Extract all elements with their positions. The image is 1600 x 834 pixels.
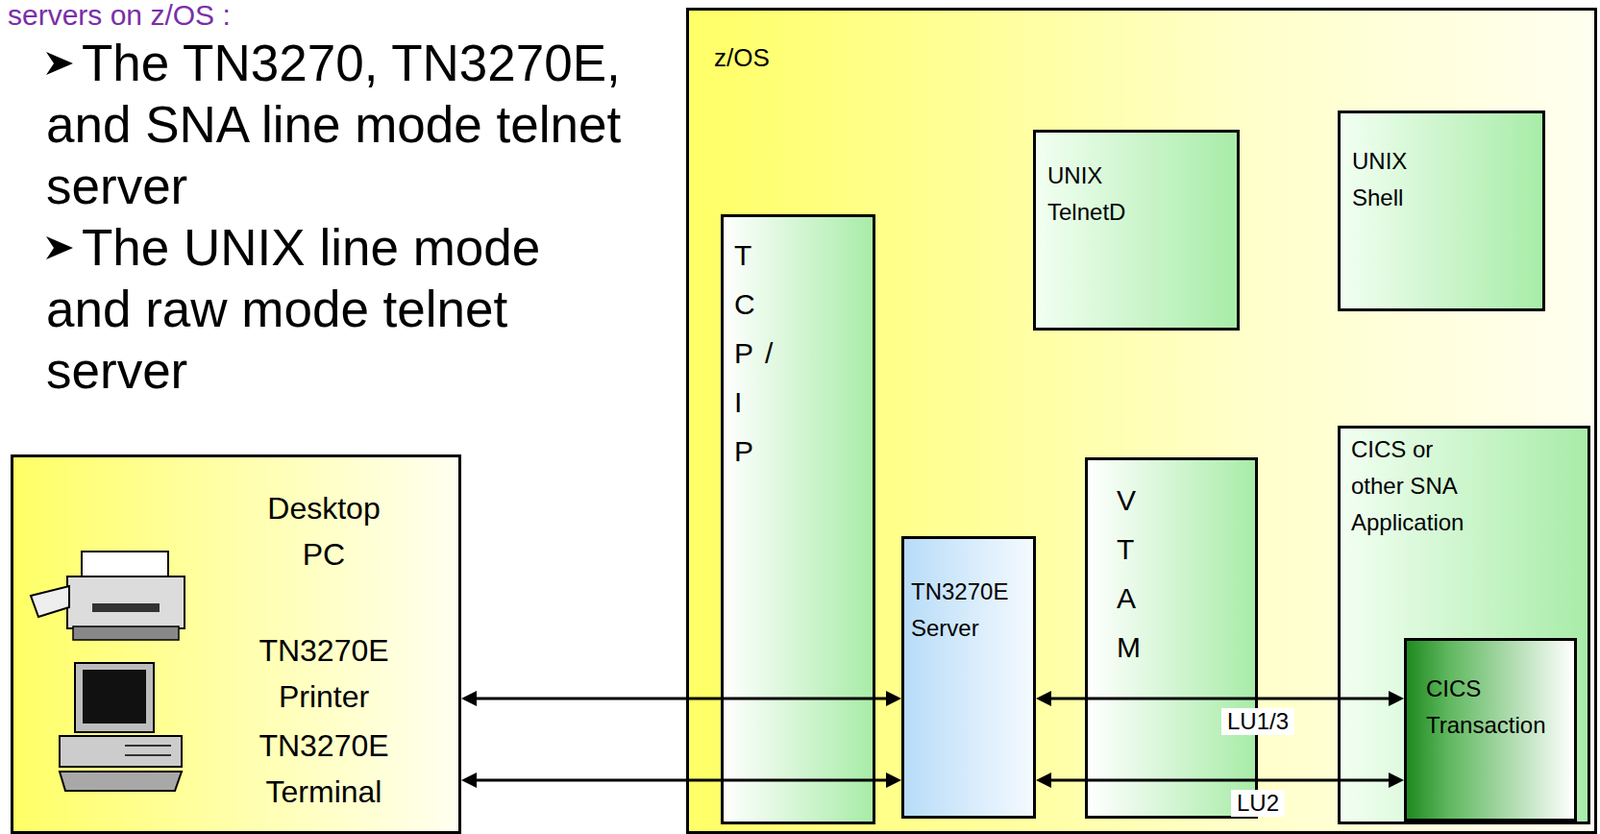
printer-slot (92, 603, 160, 613)
system-region: z/OS TCP/IP UNIX TelnetD UNIX ShellTN3270E … (686, 7, 1598, 834)
system-unit (59, 736, 182, 767)
stack-box: TCP/IP (720, 214, 876, 825)
arrowhead (1388, 690, 1404, 707)
edge-label: LU2 (1230, 789, 1285, 817)
connector-line (474, 779, 888, 783)
connector (461, 690, 902, 707)
arrowhead (886, 690, 902, 707)
box-label: UNIX TelnetD (1047, 157, 1156, 231)
box-label: CICS or other SNA Application (1351, 431, 1486, 542)
drive-slot (124, 754, 172, 757)
device-label: TN3270E Printer (246, 627, 401, 720)
connector-line (1049, 779, 1391, 783)
vertical-label: VTAM (1116, 475, 1154, 672)
vertical-label: TCP/IP (734, 230, 771, 476)
connector (461, 772, 902, 788)
printer-body (67, 576, 185, 629)
connector-line (1049, 697, 1391, 701)
device-label: TN3270E Terminal (246, 722, 401, 815)
box-label: UNIX Shell (1352, 143, 1449, 217)
box-label: Desktop PC (246, 485, 401, 578)
application-box: CICS or other SNA ApplicationCICS Transa… (1337, 425, 1591, 825)
connector (1035, 690, 1404, 707)
region-title: z/OS (713, 42, 770, 74)
connector (1035, 772, 1404, 788)
edge-label: LU1/3 (1221, 708, 1295, 736)
stack-box: VTAM (1084, 457, 1258, 819)
bullet-symbol (46, 51, 74, 75)
monitor-screen (82, 669, 147, 724)
printer-icon (30, 551, 185, 640)
server-box: TN3270E Server (901, 536, 1036, 819)
printer-tray (30, 586, 70, 617)
bullet-symbol (46, 236, 74, 260)
transaction-box: CICS Transaction (1403, 638, 1577, 822)
client-region: Desktop PC TN3270E PrinterTN3270E Termina… (10, 454, 462, 834)
arrowhead (461, 772, 477, 788)
arrowhead (1035, 772, 1052, 788)
connector-line (474, 697, 888, 701)
arrowhead (1035, 690, 1052, 707)
arrowhead (886, 772, 902, 788)
bullet-text: The TN3270, TN3270E, and SNA line mode t… (46, 32, 632, 218)
arrowhead (1388, 772, 1404, 788)
drive-slot (124, 744, 172, 747)
box-label: TN3270E Server (910, 573, 1032, 647)
printer-base (73, 626, 179, 640)
monitor (74, 663, 154, 733)
bullet-symbol (46, 51, 74, 260)
bullet-text: The UNIX line mode and raw mode telnet s… (46, 217, 632, 402)
slide-title: servers on z/OS : (7, 0, 231, 31)
printer-paper (81, 551, 169, 581)
computer-icon (59, 663, 182, 791)
keyboard (59, 771, 182, 791)
server-box: UNIX TelnetD (1033, 129, 1240, 331)
box-label: CICS Transaction (1426, 670, 1571, 744)
shell-box: UNIX Shell (1337, 110, 1546, 312)
arrowhead (461, 690, 477, 707)
